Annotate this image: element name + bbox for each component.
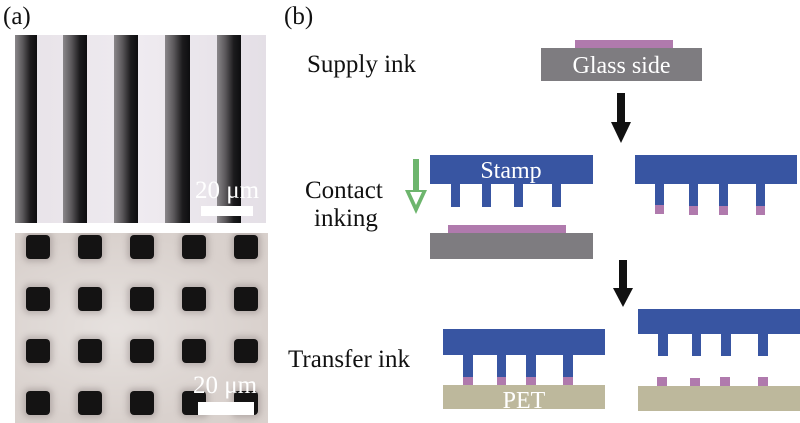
step-contact-inking-label-line2: inking: [314, 205, 378, 232]
stripe: [114, 35, 138, 223]
ink-layer: [448, 225, 566, 233]
micrograph-dot: [78, 287, 102, 311]
micrograph-dot: [182, 235, 206, 259]
pet-substrate: [638, 386, 800, 411]
dot-array-micrograph: 20 μm: [15, 233, 268, 423]
down-arrow-icon: [613, 260, 633, 307]
micrograph-dot: [26, 391, 50, 415]
down-arrow-icon: [611, 93, 631, 143]
scale-bar: [201, 206, 253, 216]
glass-substrate: [430, 233, 593, 259]
micrograph-dot: [234, 235, 258, 259]
micrograph-dot: [78, 339, 102, 363]
micrograph-dot: [234, 287, 258, 311]
micrograph-dot: [130, 235, 154, 259]
scale-label: 20 μm: [193, 372, 258, 399]
glass-label: Glass side: [573, 53, 671, 79]
scale-bar: [198, 402, 254, 415]
pet-label: PET: [503, 388, 546, 414]
transferred-ink: [657, 377, 768, 387]
scale-label: 20 μm: [195, 177, 260, 204]
micrograph-dot: [78, 235, 102, 259]
micrograph-dot: [182, 339, 206, 363]
step-supply-ink-label: Supply ink: [307, 51, 417, 78]
panel-b-label: (b): [284, 3, 314, 30]
contact-arrow-icon: [405, 159, 427, 214]
micrograph-dot: [26, 339, 50, 363]
step-contact-inking-label-line1: Contact: [305, 177, 383, 204]
line-pattern-micrograph: 20 μm: [15, 35, 266, 223]
panel-a-label: (a): [3, 3, 31, 30]
stamp-lifted: [638, 309, 800, 356]
micrograph-dot: [26, 287, 50, 311]
micrograph-dot: [130, 391, 154, 415]
stamp-on-pet: [443, 329, 605, 385]
micrograph-dot: [234, 339, 258, 363]
micrograph-dot: [130, 287, 154, 311]
glass-substrate: [541, 48, 702, 81]
micrograph-dot: [26, 235, 50, 259]
inked-stamp: [635, 155, 797, 215]
stripe: [217, 35, 241, 223]
stamp-left: [430, 155, 593, 207]
micrograph-dot: [78, 391, 102, 415]
micrograph-dot: [182, 287, 206, 311]
ink-layer: [575, 40, 673, 48]
micrograph-dot: [130, 339, 154, 363]
stripe: [165, 35, 190, 223]
stamp-label: Stamp: [480, 158, 541, 184]
stripe: [15, 35, 37, 223]
step-transfer-ink-label: Transfer ink: [288, 346, 410, 373]
pet-substrate: [443, 385, 605, 409]
stripe: [63, 35, 87, 223]
